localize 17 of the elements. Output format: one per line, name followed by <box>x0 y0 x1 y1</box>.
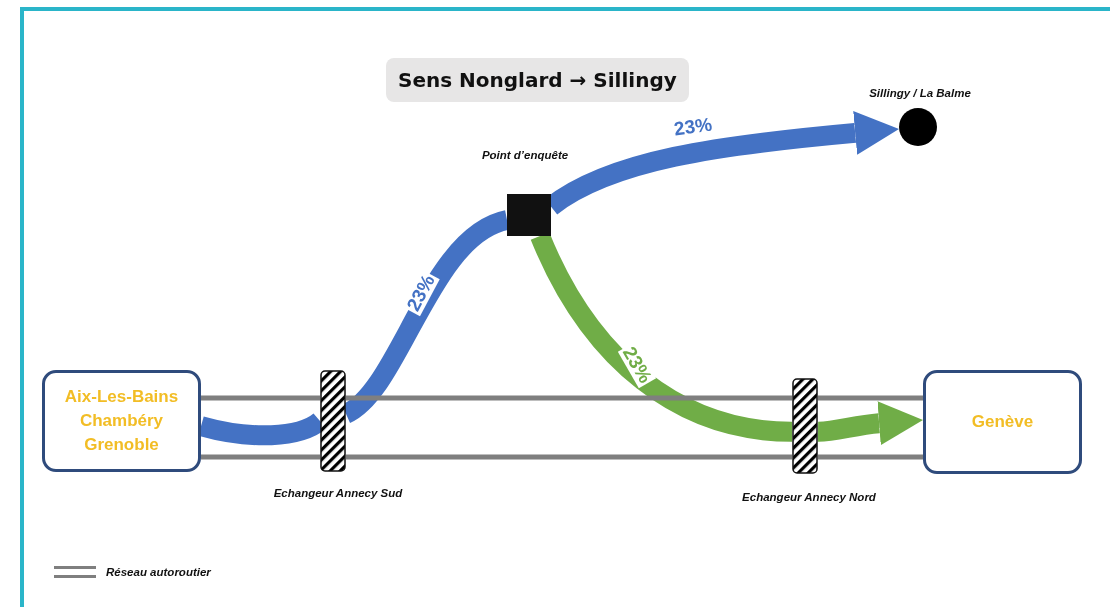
node-label: Echangeur Annecy Sud <box>272 486 404 500</box>
highway-line <box>201 395 320 401</box>
legend-label: Réseau autoroutier <box>106 565 211 579</box>
title: Sens Nonglard → Sillingy <box>386 58 689 102</box>
place-box <box>923 370 1082 474</box>
place-box <box>42 370 201 472</box>
highway-line <box>201 454 320 460</box>
node-label: Echangeur Annecy Nord <box>741 490 877 504</box>
highway-line <box>346 395 792 401</box>
node-label: Point d’enquête <box>480 148 570 162</box>
highway-line <box>346 454 792 460</box>
place-name: Genève <box>971 411 1034 433</box>
flow-arrow <box>817 401 923 446</box>
highway-line <box>818 395 923 401</box>
highway-line <box>818 454 923 460</box>
place-name: Aix-Les-Bains Chambéry Grenoble <box>63 386 180 456</box>
node-label: Sillingy / La Balme <box>868 86 972 100</box>
